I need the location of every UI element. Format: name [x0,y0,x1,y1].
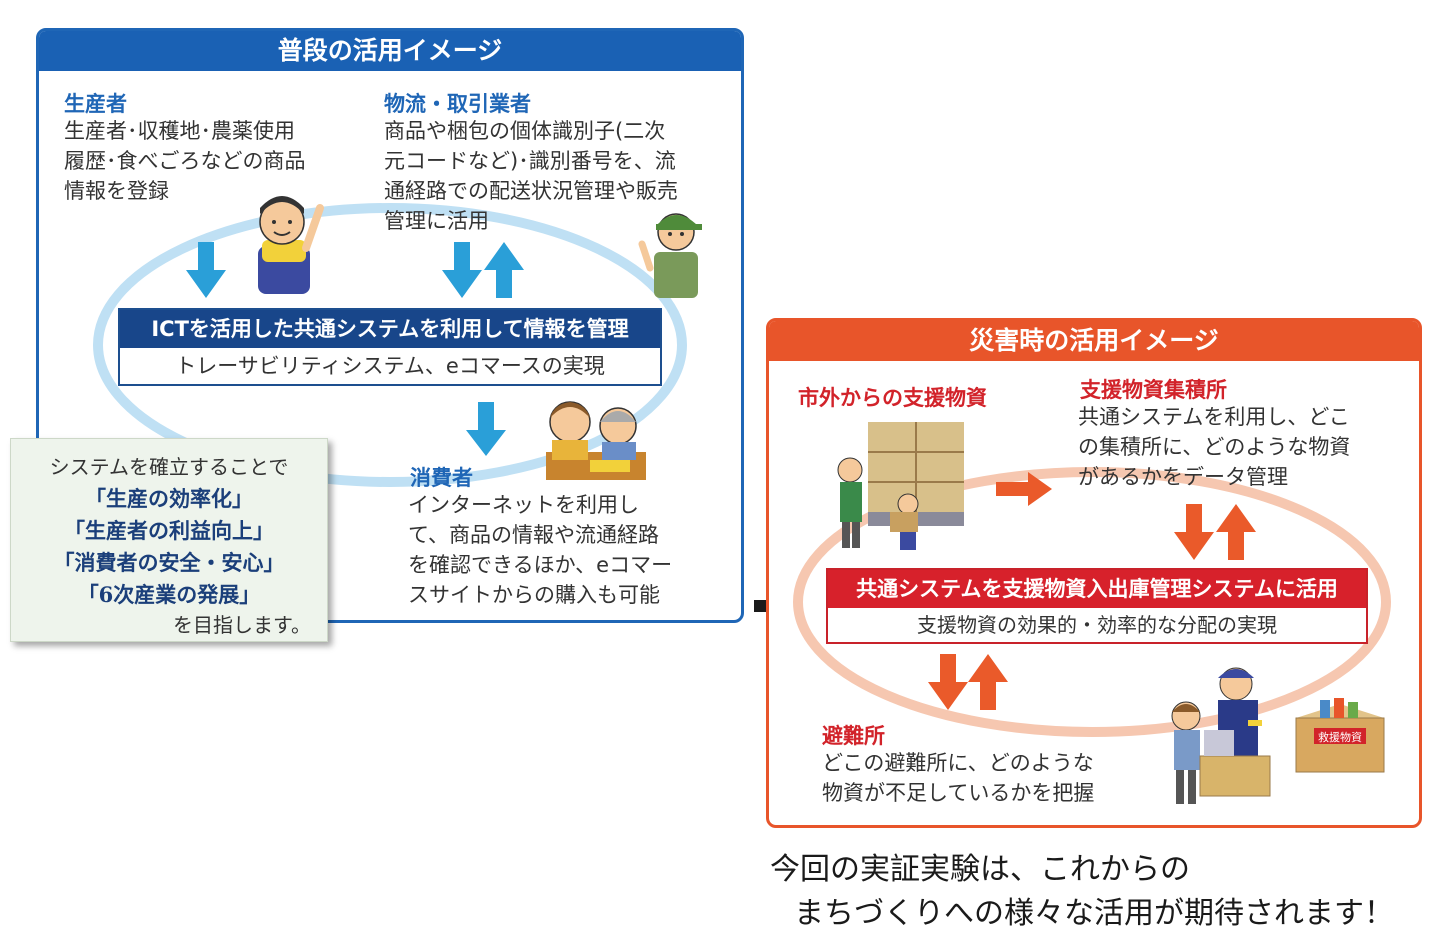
arrow-down-icon [442,242,482,298]
ict-system-title: ICTを活用した共通システムを利用して情報を管理 [120,310,660,348]
closing-line-2: まちづくりへの様々な活用が期待されます！ [794,896,1394,931]
consumer-figure-icon [546,401,646,480]
logistics-label: 物流・取引業者 [384,92,531,116]
shelter-description: どこの避難所に、どのような 物資が不足しているかを把握 [822,751,1095,805]
goal-item: 「生産の効率化」 [85,486,253,511]
arrow-down-icon [186,242,226,298]
disaster-cycle-ring [793,467,1391,737]
supply-management-subtitle: 支援物資の効果的・効率的な分配の実現 [917,613,1277,637]
consumer-label: 消費者 [410,466,473,490]
producer-figure-icon [258,196,324,294]
consumer-description: インターネットを利用し て、商品の情報や流通経路 を確認できるほか、eコマー ス… [408,493,673,607]
closing-line-1: 今回の実証実験は、これからの [770,852,1190,887]
arrow-up-icon [484,242,524,298]
producer-label: 生産者 [64,92,127,116]
supplies-label: 市外からの支援物資 [798,385,987,410]
closing-message: 今回の実証実験は、これからの まちづくりへの様々な活用が期待されます！ [770,848,1394,936]
ict-system-box: ICTを活用した共通システムを利用して情報を管理 トレーサビリティシステム、eコ… [118,308,662,386]
supply-box-icon: 救援物資 [1295,698,1385,773]
arrow-down-icon [466,402,506,456]
goal-item: 「生産者の利益向上」 [64,518,274,543]
shelter-figure-icon [1171,667,1271,804]
arrow-up-icon [1216,504,1256,560]
arrow-down-icon [928,654,968,710]
disaster-use-title: 災害時の活用イメージ [769,321,1419,361]
producer-description: 生産者･収穫地･農薬使用 履歴･食べごろなどの商品 情報を登録 [64,119,306,203]
arrow-right-icon [996,472,1052,506]
depot-description: 共通システムを利用し、どこ の集積所に、どのような物資 があるかをデータ管理 [1078,405,1351,489]
supply-management-title: 共通システムを支援物資入出庫管理システムに活用 [828,570,1366,608]
normal-cycle-ring [93,203,687,487]
goal-item: 「消費者の安全・安心」 [53,550,285,575]
warehouse-figure-icon [837,422,964,550]
depot-label: 支援物資集積所 [1080,377,1227,402]
goals-intro: システムを確立することで [49,455,289,479]
arrow-up-icon [968,654,1008,710]
goals-box: システムを確立することで 「生産の効率化」 「生産者の利益向上」 「消費者の安全… [10,438,328,642]
supply-box-label: 救援物資 [1318,730,1362,744]
normal-use-title: 普段の活用イメージ [39,31,741,71]
ict-system-subtitle: トレーサビリティシステム、eコマースの実現 [175,354,605,378]
goals-outro: を目指します。 [173,613,311,637]
supply-management-box: 共通システムを支援物資入出庫管理システムに活用 支援物資の効果的・効率的な分配の… [826,568,1368,644]
worker-figure-icon [638,213,702,298]
shelter-label: 避難所 [822,723,885,748]
goal-item: 「6次産業の発展」 [77,582,261,607]
logistics-description: 商品や梱包の個体識別子(二次 元コードなど)･識別番号を、流 通経路での配送状況… [384,119,678,233]
arrow-down-icon [1174,504,1214,560]
